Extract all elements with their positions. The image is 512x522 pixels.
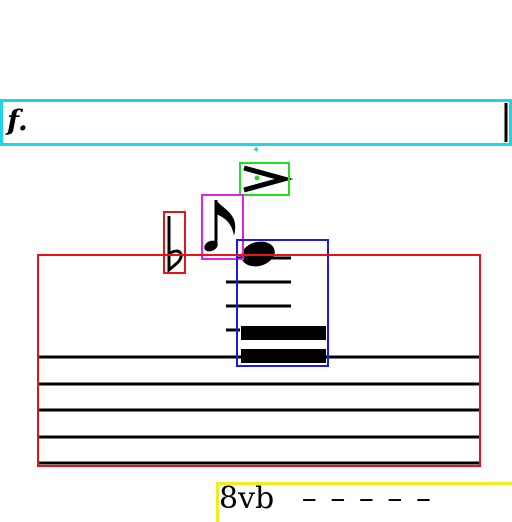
accent-centroid-dot (254, 175, 260, 181)
notehead-ledger-bbox (236, 239, 329, 367)
eighth-note-flag (204, 200, 236, 252)
ottava-line: 8vb – – – – – (219, 479, 433, 519)
dynamic-marking: f. (7, 104, 28, 137)
flag-bbox (201, 194, 244, 260)
accent-mark (243, 165, 294, 193)
flat-bbox (163, 211, 186, 274)
beam-block (241, 349, 326, 363)
ottava-dashes: – – – – – (301, 481, 433, 516)
anchor-marker: ✦ (252, 145, 260, 156)
flag-curve (216, 200, 236, 236)
accent-bbox (239, 162, 290, 196)
ottava-bbox (216, 482, 512, 522)
beam-block (241, 326, 326, 340)
staff (39, 355, 479, 465)
dynamic-bbox (0, 99, 512, 146)
grace-notehead (204, 240, 218, 252)
staff-bbox (37, 254, 481, 467)
ottava-label: 8vb (219, 481, 275, 516)
